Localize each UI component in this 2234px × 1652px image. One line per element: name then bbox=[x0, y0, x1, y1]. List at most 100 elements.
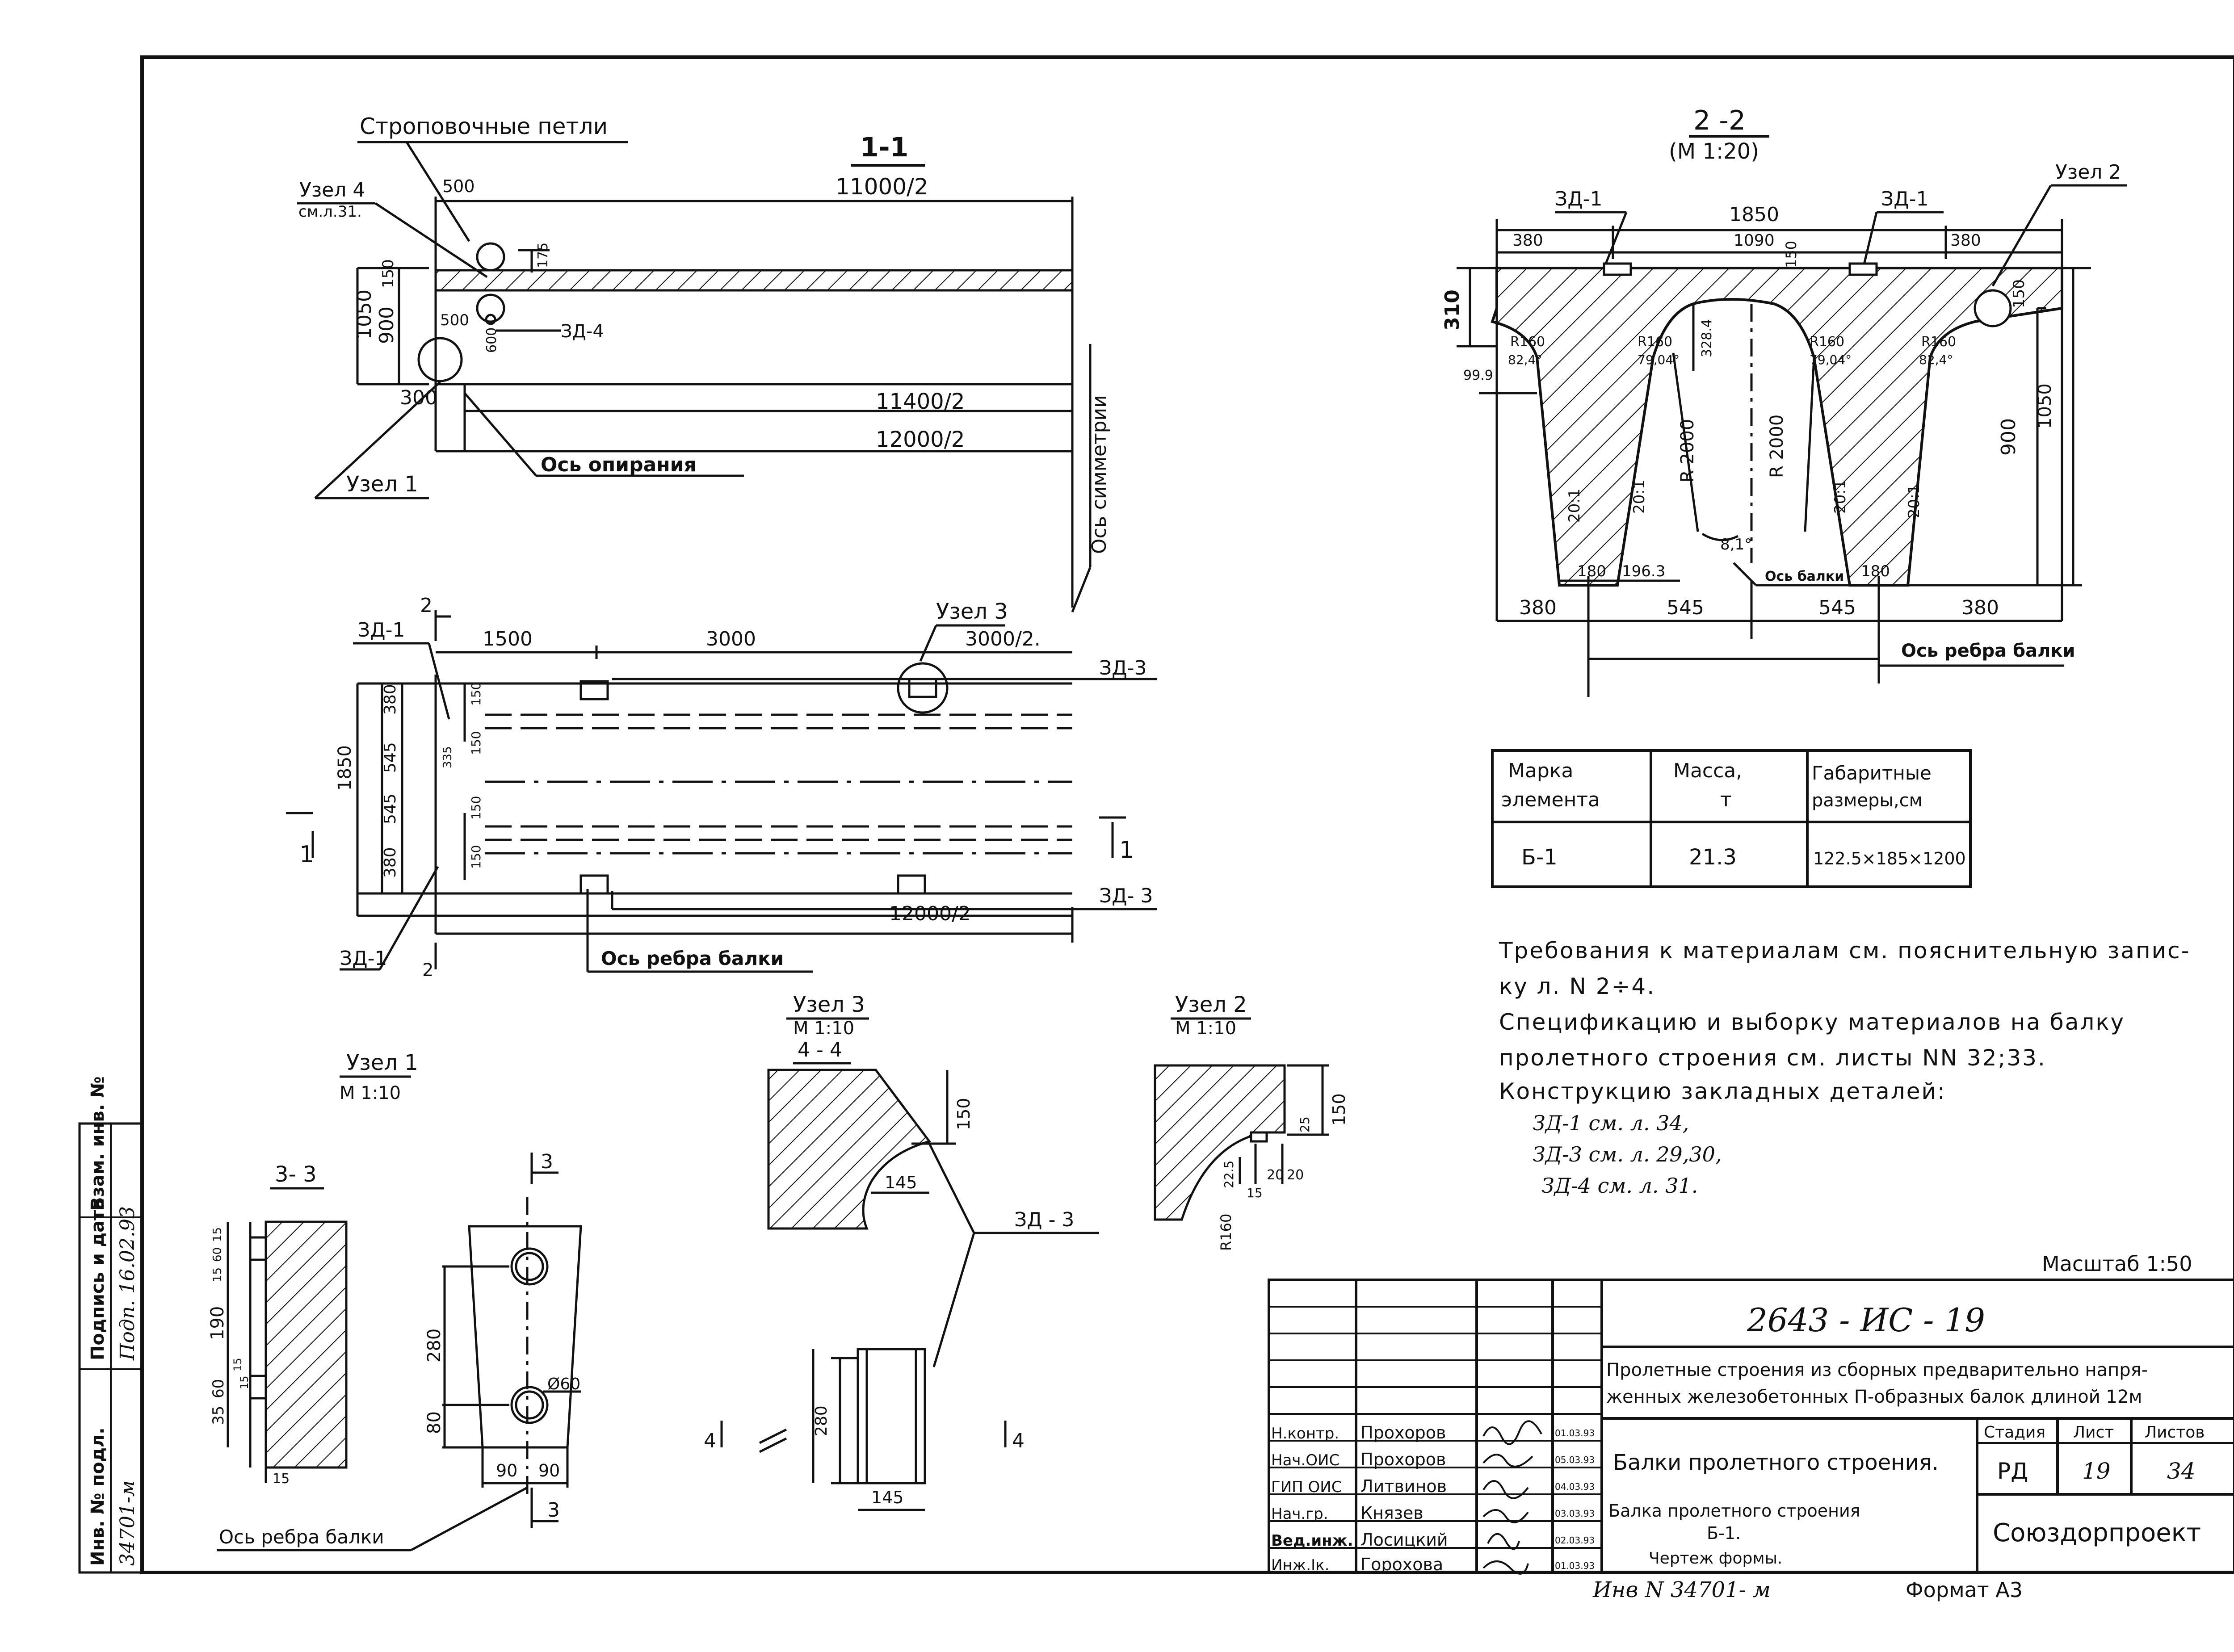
table-h2b: т bbox=[1720, 788, 1732, 811]
scale-note: Масштаб 1:50 bbox=[2042, 1252, 2192, 1276]
date-4: 03.03.93 bbox=[1555, 1508, 1595, 1519]
notes: Требования к материалам см. пояснительну… bbox=[1499, 938, 2191, 1198]
n1-d35: 35 bbox=[210, 1406, 227, 1425]
inventory-number: Инв N 34701- м bbox=[1592, 1577, 1771, 1602]
side-sign-label: Подпись и дата bbox=[88, 1198, 108, 1360]
dim-150-plan-d: 150 bbox=[469, 845, 483, 869]
dim-1850-plan: 1850 bbox=[335, 745, 355, 791]
node2-detail: Узел 2 М 1:10 150 25 20 15 20 22.5 R160 bbox=[1154, 992, 1349, 1251]
n3-d145a: 145 bbox=[885, 1173, 917, 1192]
node3-label-plan: Узел 3 bbox=[936, 599, 1008, 624]
n1-d15a: 15 bbox=[211, 1227, 224, 1242]
dim-11000: 11000/2 bbox=[836, 174, 928, 200]
title-block: Масштаб 1:50 2643 - ИС - 19 Пролетные ст… bbox=[1268, 1252, 2234, 1575]
node1-detail: Узел 1 М 1:10 3- 3 15 60 15 190 15 15 35… bbox=[207, 1050, 582, 1551]
zd3-top-label: ЗД-3 bbox=[1099, 657, 1146, 679]
zd1-right-label: ЗД-1 bbox=[1881, 188, 1928, 210]
dim-335: 335 bbox=[441, 746, 454, 768]
node1-scale: М 1:10 bbox=[340, 1083, 401, 1103]
n1-d15d: 15 bbox=[238, 1375, 251, 1389]
table-cell-dims: 122.5×185×1200 bbox=[1813, 849, 1966, 868]
signature-rows: Н.контр. Нач.ОИС ГИП ОИС Нач.гр. Вед.инж… bbox=[1271, 1423, 1595, 1574]
dim-11400: 11400/2 bbox=[876, 389, 965, 414]
org-name: Союздорпроект bbox=[1993, 1518, 2201, 1547]
note-2b: пролетного строения см. листы NN 32;33. bbox=[1499, 1045, 2046, 1071]
n1-d90a: 90 bbox=[496, 1461, 517, 1480]
mark4-left: 4 bbox=[704, 1430, 716, 1452]
note-1: Требования к материалам см. пояснительну… bbox=[1499, 938, 2191, 964]
symmetry-axis-label: Ось симметрии bbox=[1088, 395, 1111, 554]
date-2: 05.03.93 bbox=[1555, 1455, 1595, 1465]
n1-d60c: Ø60 bbox=[547, 1375, 580, 1393]
mark2-bottom: 2 bbox=[422, 960, 433, 981]
support-axis-label: Ось опирания bbox=[541, 453, 697, 476]
elevation-view: Строповочные петли 1-1 Узел 4 см.л.31. 5… bbox=[297, 113, 1111, 612]
note-3b: ЗД-3 см. л. 29,30, bbox=[1533, 1142, 1722, 1166]
dim-175: 175 bbox=[535, 243, 551, 268]
angle-8-1: 8,1° bbox=[1720, 536, 1752, 553]
dim-545-plan-a: 545 bbox=[381, 742, 399, 773]
n1-d15c: 15 bbox=[231, 1358, 244, 1371]
dim-545-r: 545 bbox=[1818, 596, 1856, 619]
node4-label: Узел 4 bbox=[299, 179, 365, 201]
table-h3: Габаритные bbox=[1812, 762, 1932, 784]
beam-axis-label: Ось балки bbox=[1765, 569, 1844, 584]
node1-label-top: Узел 1 bbox=[346, 472, 418, 497]
section-4-4: 4 - 4 bbox=[798, 1039, 842, 1061]
name-5: Лосицкий bbox=[1361, 1530, 1448, 1550]
n2-r160: R160 bbox=[1218, 1214, 1235, 1251]
table-h2: Масса, bbox=[1673, 759, 1742, 782]
stage-value: РД bbox=[1997, 1458, 2028, 1484]
role-6: Инж.Iк. bbox=[1271, 1556, 1329, 1574]
date-6: 01.03.93 bbox=[1555, 1560, 1595, 1571]
dim-196-3: 196.3 bbox=[1622, 562, 1665, 580]
n3-d150: 150 bbox=[954, 1098, 974, 1130]
dim-310: 310 bbox=[1441, 289, 1464, 331]
desc-line1: Балка пролетного строения bbox=[1608, 1501, 1860, 1521]
rib-axis-sec: Ось ребра балки bbox=[1901, 641, 2075, 661]
r2000-b: R 2000 bbox=[1767, 415, 1787, 478]
slope-b: 20:1 bbox=[1630, 480, 1648, 514]
dim-545-l: 545 bbox=[1667, 596, 1704, 619]
mark4-right: 4 bbox=[1012, 1430, 1025, 1452]
note-3a: ЗД-1 см. л. 34, bbox=[1533, 1111, 1689, 1135]
dim-12000-top: 12000/2 bbox=[876, 427, 965, 452]
side-stamp: Инв. № подл. Подпись и дата Взам. инв. №… bbox=[78, 1076, 143, 1574]
zd3-bottom-label: ЗД- 3 bbox=[1099, 885, 1153, 907]
n3-d280: 280 bbox=[812, 1405, 831, 1436]
mark2-top: 2 bbox=[420, 594, 433, 617]
section-1-1-title: 1-1 bbox=[860, 132, 908, 163]
zd1-bottom-label: ЗД-1 bbox=[340, 947, 387, 970]
date-5: 02.03.93 bbox=[1555, 1535, 1595, 1546]
sheet-value: 19 bbox=[2082, 1458, 2111, 1484]
rib-axis-plan: Ось ребра балки bbox=[601, 948, 784, 969]
dim-150-top: 150 bbox=[379, 259, 397, 288]
n2-d25: 25 bbox=[1298, 1116, 1312, 1132]
sheet-format: Формат А3 bbox=[1906, 1578, 2023, 1602]
side-inv-label: Инв. № подл. bbox=[88, 1427, 108, 1566]
n2-d22-5: 22.5 bbox=[1222, 1161, 1236, 1188]
date-1: 01.03.93 bbox=[1555, 1428, 1595, 1438]
n2-d20a: 20 bbox=[1287, 1167, 1304, 1183]
dim-3000-2: 3000/2. bbox=[965, 628, 1041, 650]
r160-a: R160 bbox=[1510, 334, 1545, 350]
dim-99-9: 99.9 bbox=[1463, 368, 1493, 383]
role-3: ГИП ОИС bbox=[1271, 1478, 1342, 1496]
angle-d: 82,4° bbox=[1919, 352, 1953, 367]
role-4: Нач.гр. bbox=[1271, 1505, 1328, 1523]
zd4-label: ЗД-4 bbox=[561, 321, 604, 342]
r160-c: R160 bbox=[1810, 334, 1844, 350]
dim-180-r: 180 bbox=[1861, 562, 1890, 580]
n3-zd3: ЗД - 3 bbox=[1014, 1208, 1074, 1231]
dim-150-plan-a: 150 bbox=[469, 682, 483, 706]
zd1-left-label: ЗД-1 bbox=[1555, 188, 1602, 210]
n2-d150: 150 bbox=[1329, 1093, 1349, 1126]
cross-section-2-2: 2 -2 (М 1:20) ЗД-1 ЗД-1 Узел 2 1850 380 … bbox=[1441, 105, 2127, 697]
dim-900-sec: 900 bbox=[1997, 418, 2020, 456]
dim-150-plan-b: 150 bbox=[469, 731, 483, 755]
dim-150-sec: 150 bbox=[1783, 241, 1800, 268]
r160-d: R160 bbox=[1921, 334, 1956, 350]
n1-d60a: 60 bbox=[211, 1247, 224, 1262]
node1-title: Узел 1 bbox=[346, 1050, 418, 1075]
dim-12000-plan: 12000/2 bbox=[889, 902, 971, 925]
